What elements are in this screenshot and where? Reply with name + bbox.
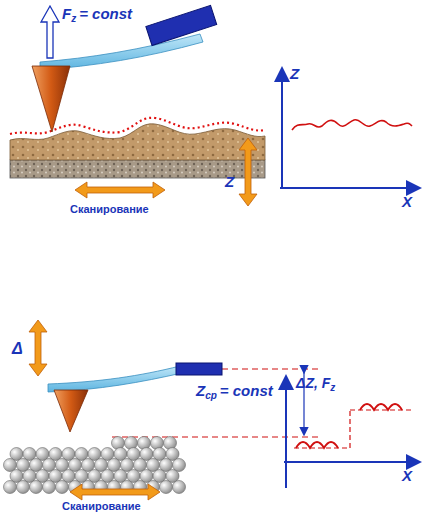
force-condition: = const [79,6,132,21]
scan-label: Сканирование [62,501,141,512]
graph-x-axis: X [402,194,412,209]
atom [173,481,186,494]
force-subscript: z [71,14,76,24]
z-axis-label: Z [225,174,234,189]
atom [17,481,30,494]
scan-label: Сканирование [70,204,149,215]
atom [4,481,17,494]
delta-label: Δ [12,341,23,357]
zcp-condition: = const [220,383,273,398]
zcp-subscript: ср [205,391,217,401]
atom [56,481,69,494]
graph-y-subscript: z [330,383,335,393]
atom [30,481,43,494]
force-symbol: F [62,6,71,21]
zcp-symbol: Z [196,383,205,398]
atom [160,481,173,494]
graph-x-axis: X [402,468,412,483]
graph-y-axis: ΔZ, F [296,376,330,390]
graph-z-axis: Z [290,66,299,81]
atom [43,481,56,494]
